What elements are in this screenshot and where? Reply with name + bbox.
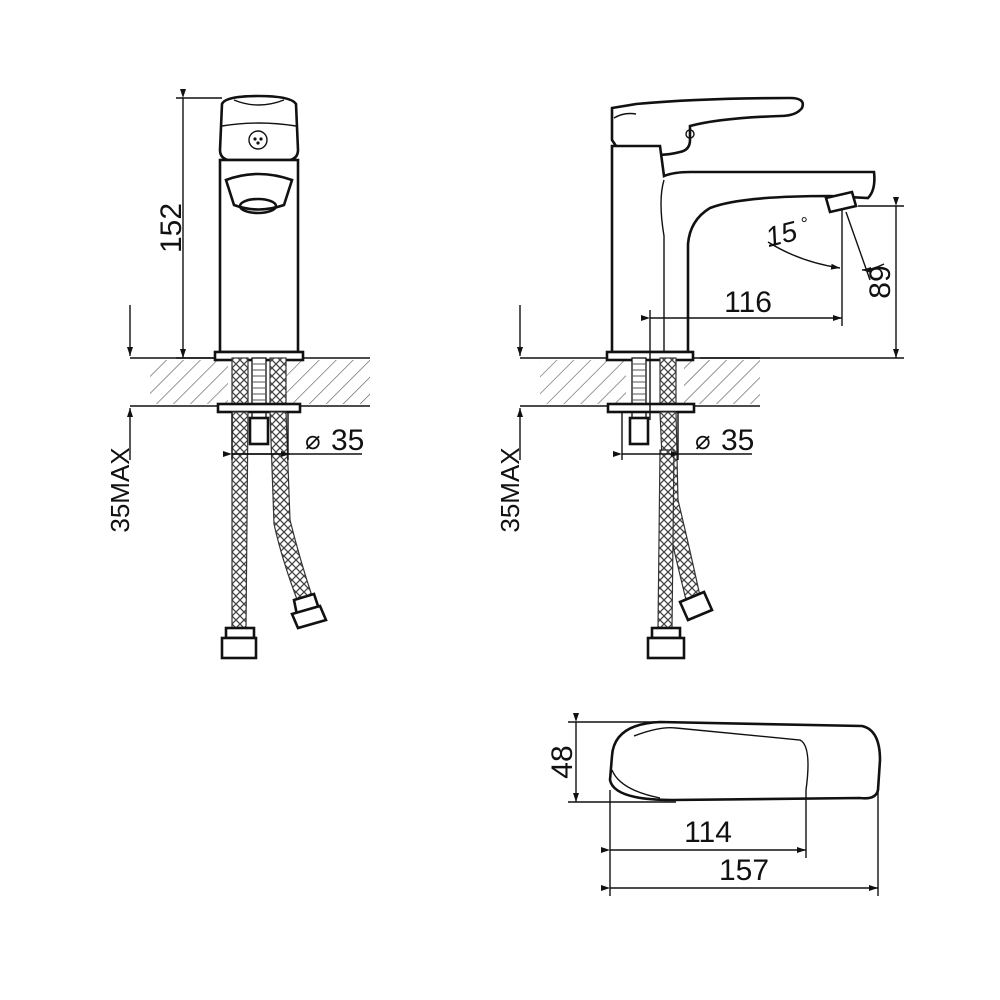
dimension-label-countertop-front: 35MAX [105, 447, 135, 532]
side-view: 116 89 15° 35MAX ⌀ 35 [495, 96, 904, 660]
dimension-hole-diameter-front: ⌀ 35 [223, 412, 364, 460]
dimension-label-handle-length: 114 [684, 816, 732, 849]
dimension-label-handle-width: 48 [546, 745, 579, 778]
front-hoses [216, 357, 328, 660]
faucet-body-side [605, 96, 876, 362]
front-view: 152 35MAX ⌀ 35 [105, 89, 370, 660]
dimension-label-countertop-side: 35MAX [495, 447, 525, 532]
dimension-spout-height-89: 89 [700, 197, 904, 359]
faucet-top-outline [608, 720, 882, 802]
top-view: 48 114 157 [546, 713, 882, 896]
dimension-label-spout-height: 89 [864, 265, 897, 298]
dimension-countertop-max-side: 35MAX [495, 305, 525, 533]
faucet-body-front [213, 94, 305, 362]
countertop-front [130, 357, 370, 407]
dimension-hole-diameter-side: ⌀ 35 [613, 412, 754, 460]
dimension-label-diameter-front: 35 [331, 424, 364, 457]
dimension-overall-length-157: 157 [601, 790, 879, 896]
dimension-label-reach: 116 [724, 286, 772, 319]
dimension-spout-reach-116: 116 [641, 210, 843, 420]
dimension-label-overall-length: 157 [719, 854, 769, 887]
dimension-handle-length-114: 114 [601, 790, 807, 896]
dimension-handle-width-48: 48 [546, 713, 676, 803]
dimension-symbol-diameter-front: ⌀ [305, 425, 321, 455]
dimension-spout-angle: 15° [762, 211, 885, 281]
dimension-label-angle: 15° [762, 212, 813, 253]
dimension-symbol-diameter-side: ⌀ [695, 425, 711, 455]
side-hoses [606, 357, 714, 660]
dimension-height-152: 152 [155, 89, 222, 359]
dimension-label-height: 152 [155, 203, 188, 253]
dimension-countertop-max-front: 35MAX [105, 305, 135, 533]
dimension-label-diameter-side: 35 [721, 424, 754, 457]
